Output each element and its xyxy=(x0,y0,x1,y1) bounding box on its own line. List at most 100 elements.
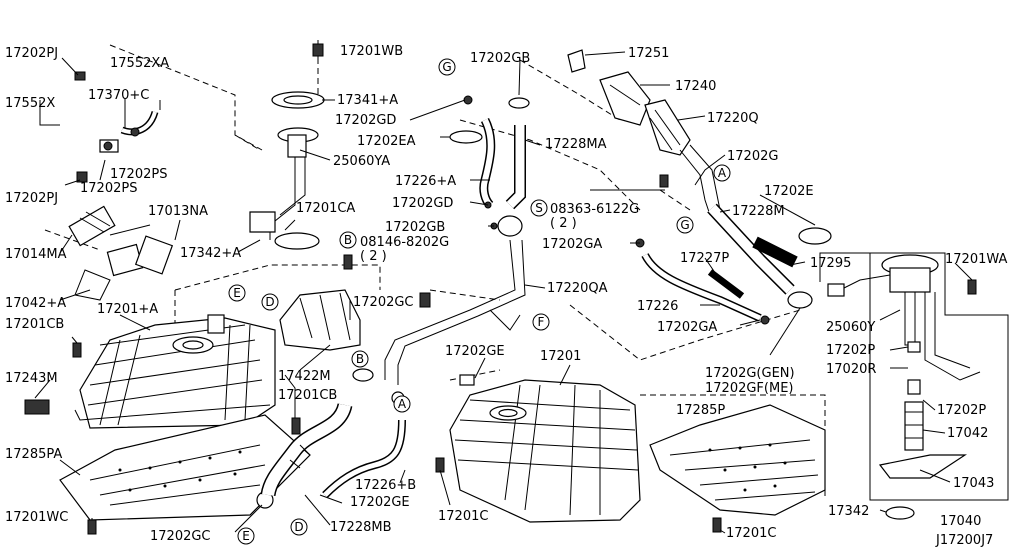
label-17201c-center: 17201C xyxy=(438,509,488,524)
label-17202gd-bottom: 17202GD xyxy=(392,196,453,211)
fuel-pump-17013na xyxy=(68,205,174,301)
vent-hose-assembly xyxy=(60,71,159,183)
label-17228mb: 17228MB xyxy=(330,520,392,535)
label-17202gc-bottom: 17202GC xyxy=(150,529,211,544)
label-17422m: 17422M xyxy=(278,369,331,384)
label-17251: 17251 xyxy=(628,46,669,61)
label-17202gc-top: 17202GC xyxy=(353,295,414,310)
callout-g-right: G xyxy=(680,218,689,232)
label-25060ya: 25060YA xyxy=(333,154,390,169)
callout-b-top: B xyxy=(344,233,352,247)
hose-17228m xyxy=(707,203,832,309)
label-17228ma: 17228MA xyxy=(545,137,607,152)
leader-lines xyxy=(34,51,973,534)
label-17201wa: 17201WA xyxy=(945,252,1007,267)
label-17295: 17295 xyxy=(810,256,851,271)
fuel-tank-17201a xyxy=(74,314,276,429)
label-17202gf-me: 17202GF(ME) xyxy=(705,381,793,396)
label-17202p-top: 17202P xyxy=(826,343,875,358)
pump-group-frame xyxy=(819,252,1009,501)
hose-17226b xyxy=(322,419,406,498)
fuel-sender-unit-25060ya xyxy=(249,40,325,250)
label-17202e: 17202E xyxy=(764,184,814,199)
label-17201a: 17201+A xyxy=(97,302,158,317)
label-17202pj-bottom: 17202PJ xyxy=(5,191,58,206)
filler-pipe-17220qa xyxy=(384,239,526,385)
diagram-code: J17200J7 xyxy=(935,533,993,548)
label-17552xa: 17552XA xyxy=(110,56,169,71)
part-labels: 17202PJ 17552XA 17552X 17370+C 17202PS 1… xyxy=(5,44,1007,548)
label-17342a: 17342+A xyxy=(180,246,241,261)
label-17226b: 17226+B xyxy=(355,478,416,493)
label-17202gb-bottom: 17202GB xyxy=(385,220,445,235)
label-17202ea: 17202EA xyxy=(357,134,416,149)
callout-d-bottom: D xyxy=(294,520,303,534)
label-17220qa: 17220QA xyxy=(547,281,608,296)
label-17243m: 17243M xyxy=(5,371,58,386)
label-17202ge-bottom: 17202GE xyxy=(350,495,410,510)
filler-neck-17220q xyxy=(567,49,721,216)
label-17285pa: 17285PA xyxy=(5,447,62,462)
label-17201c-right: 17201C xyxy=(726,526,776,541)
label-17202gb-top: 17202GB xyxy=(470,51,530,66)
fuel-pump-module-17040 xyxy=(827,254,981,520)
label-17220q: 17220Q xyxy=(707,111,759,126)
callout-f: F xyxy=(538,315,545,329)
label-17042a: 17042+A xyxy=(5,296,66,311)
label-17202gd-top: 17202GD xyxy=(335,113,396,128)
label-08363-qty: ( 2 ) xyxy=(550,216,577,231)
callout-e-top: E xyxy=(233,286,241,300)
label-17043: 17043 xyxy=(953,476,994,491)
label-17202pj-top: 17202PJ xyxy=(5,46,58,61)
label-17042: 17042 xyxy=(947,426,988,441)
label-17202p-bottom: 17202P xyxy=(937,403,986,418)
heat-shield-17422m xyxy=(279,289,361,351)
label-17240: 17240 xyxy=(675,79,716,94)
callout-circles: G A G S B E D F B A D E xyxy=(228,58,731,545)
label-17341a: 17341+A xyxy=(337,93,398,108)
label-17202ps-a: 17202PS xyxy=(110,167,167,182)
fuel-tank-17201 xyxy=(435,374,641,523)
callout-b-mid: B xyxy=(356,352,364,366)
label-17040: 17040 xyxy=(940,514,981,529)
label-17342: 17342 xyxy=(828,504,869,519)
callout-a-mid: A xyxy=(398,397,407,411)
label-17370c: 17370+C xyxy=(88,88,149,103)
callout-a-right: A xyxy=(718,166,727,180)
label-17226a: 17226+A xyxy=(395,174,456,189)
label-17202ga-top: 17202GA xyxy=(542,237,602,252)
label-17552x: 17552X xyxy=(5,96,55,111)
callout-d-top: D xyxy=(265,295,274,309)
label-17201cb-left: 17201CB xyxy=(5,317,64,332)
label-17228m: 17228M xyxy=(732,204,785,219)
hose-17226-17227p xyxy=(635,238,770,325)
skid-plate-17285pa xyxy=(59,414,311,535)
label-17014ma: 17014MA xyxy=(5,247,67,262)
label-17202g-gen: 17202G(GEN) xyxy=(705,366,795,381)
hoses-center xyxy=(449,95,530,237)
callout-g-top: G xyxy=(442,60,451,74)
label-17201: 17201 xyxy=(540,349,581,364)
label-17201wc: 17201WC xyxy=(5,510,68,525)
callout-e-bottom: E xyxy=(242,529,250,543)
label-17202ga-bottom: 17202GA xyxy=(657,320,717,335)
label-17227p: 17227P xyxy=(680,251,729,266)
skid-plate-17285p xyxy=(649,404,826,533)
label-25060y: 25060Y xyxy=(826,320,875,335)
label-17013na: 17013NA xyxy=(148,204,208,219)
label-08146-qty: ( 2 ) xyxy=(360,249,387,264)
filler-hose-17228mb xyxy=(260,402,353,497)
label-17285p: 17285P xyxy=(676,403,725,418)
label-17201cb-mid: 17201CB xyxy=(278,388,337,403)
label-17226: 17226 xyxy=(637,299,678,314)
label-17202ps-b: 17202PS xyxy=(80,181,137,196)
label-17201wb: 17201WB xyxy=(340,44,403,59)
label-08146-8202g: 08146-8202G xyxy=(360,235,449,250)
label-08363-6122g: 08363-6122G xyxy=(550,202,639,217)
label-17020r: 17020R xyxy=(826,362,876,377)
label-17202g: 17202G xyxy=(727,149,778,164)
label-17201ca: 17201CA xyxy=(296,201,355,216)
label-17202ge-top: 17202GE xyxy=(445,344,505,359)
callout-s: S xyxy=(535,201,543,215)
